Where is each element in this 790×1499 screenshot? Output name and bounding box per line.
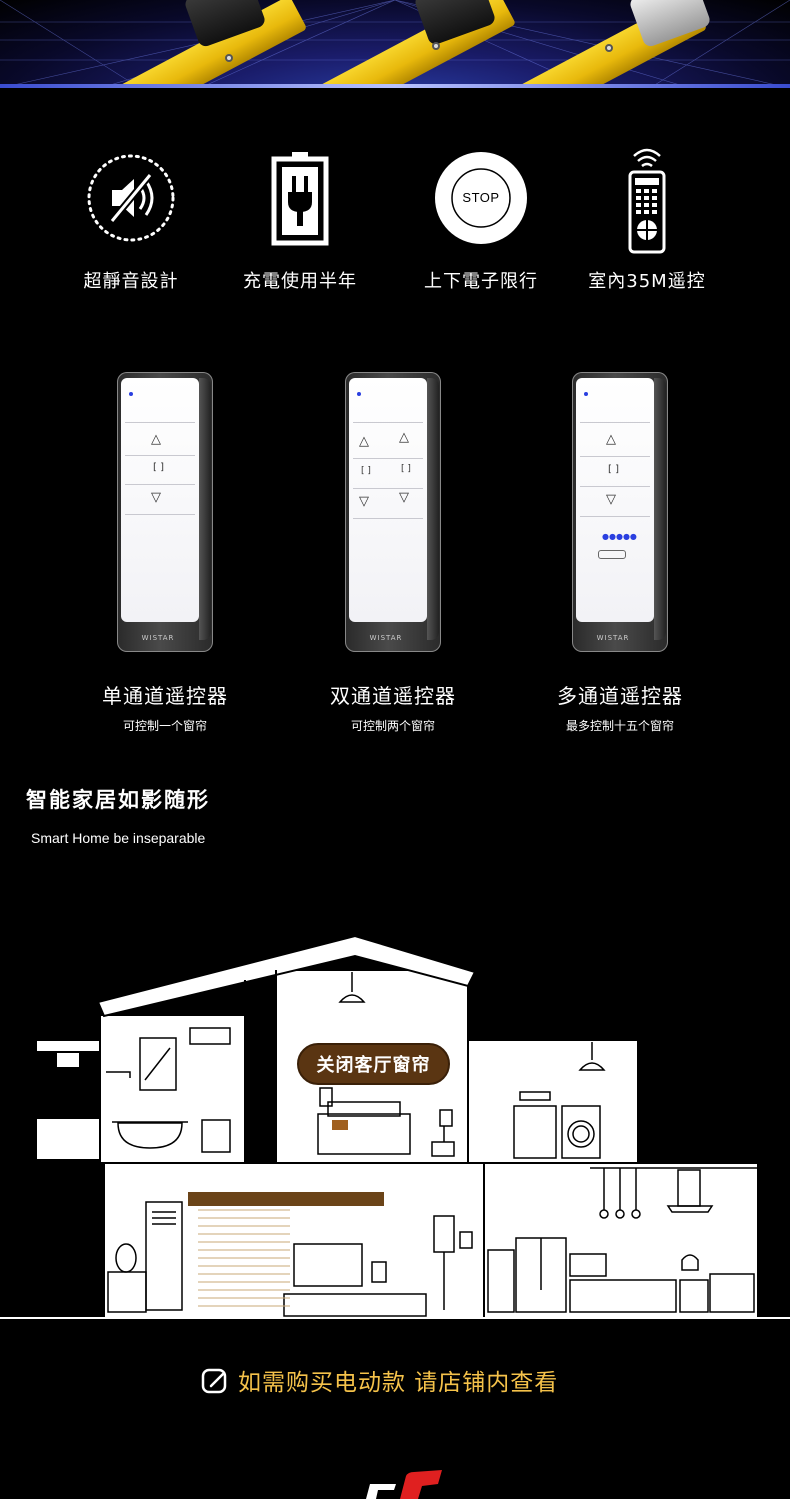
- down-arrow-icon: ▽: [359, 494, 369, 509]
- feature-silent: 超靜音設計: [51, 140, 211, 293]
- remote-title: 多通道遥控器: [557, 684, 683, 708]
- status-led-icon: [584, 392, 588, 396]
- motor-banner: [0, 0, 790, 88]
- house-cutaway-illustration: [0, 934, 790, 1319]
- feature-label: 上下電子限行: [424, 271, 538, 292]
- down-arrow-icon: ▽: [151, 490, 161, 505]
- feature-remote-range: 室內35M遥控: [567, 140, 727, 293]
- remote-brand: WISTAR: [596, 634, 630, 642]
- remote-device-image: △ [ ] ▽ ●●●●● WISTAR: [572, 372, 668, 652]
- remote-device-image: △ [ ] ▽ WISTAR: [117, 372, 213, 652]
- down-arrow-icon: ▽: [606, 492, 616, 507]
- up-arrow-icon: △: [399, 430, 409, 445]
- buy-electric-cta[interactable]: 如需购买电动款 请店铺内查看: [200, 1362, 558, 1398]
- remote-face: △ [ ] ▽ ●●●●●: [576, 378, 654, 622]
- remote-title: 双通道遥控器: [330, 684, 456, 708]
- channel-select-button: [598, 550, 626, 559]
- down-arrow-icon: ▽: [399, 490, 409, 505]
- remote-device-image: △ △ [ ] [ ] ▽ ▽ WISTAR: [345, 372, 441, 652]
- battery-plug-icon: [220, 140, 380, 255]
- status-led-icon: [129, 392, 133, 396]
- remote-title: 单通道遥控器: [102, 684, 228, 708]
- up-arrow-icon: △: [359, 434, 369, 449]
- up-arrow-icon: △: [606, 432, 616, 447]
- bolt-icon: [432, 42, 440, 50]
- feature-label: 室內35M遥控: [588, 271, 706, 292]
- remote-face: △ △ [ ] [ ] ▽ ▽: [349, 378, 427, 622]
- close-curtain-bubble: 关闭客厅窗帘: [297, 1043, 450, 1085]
- remote-subtitle: 可控制两个窗帘: [350, 719, 435, 733]
- edit-note-icon: [201, 1368, 227, 1394]
- feature-battery: 充電使用半年: [220, 140, 380, 293]
- remote-brand: WISTAR: [369, 634, 403, 642]
- remote-multi-channel: △ [ ] ▽ ●●●●● WISTAR 多通道遥控器 最多控制十五个窗帘: [520, 372, 720, 734]
- up-arrow-icon: △: [151, 432, 161, 447]
- channel-indicator-leds: ●●●●●: [602, 532, 637, 541]
- stop-icon: STOP: [401, 140, 561, 255]
- stop-icon-text: STOP: [462, 190, 500, 205]
- stop-button-icon: [ ]: [401, 464, 411, 474]
- remote-face: △ [ ] ▽: [121, 378, 199, 622]
- feature-stop: STOP 上下電子限行: [401, 140, 561, 293]
- stop-button-icon: [ ]: [153, 462, 164, 473]
- stop-button-icon: [ ]: [361, 466, 371, 476]
- cta-text: 如需购买电动款 请店铺内查看: [238, 1370, 559, 1396]
- remote-brand: WISTAR: [141, 634, 175, 642]
- remote-dual-channel: △ △ [ ] [ ] ▽ ▽ WISTAR 双通道遥控器 可控制两个窗帘: [293, 372, 493, 734]
- remote-subtitle: 最多控制十五个窗帘: [565, 719, 674, 733]
- banner-floor-line: [0, 84, 790, 88]
- smart-home-subtitle: Smart Home be inseparable: [31, 830, 206, 846]
- remote-control-icon: [567, 140, 727, 255]
- stop-button-icon: [ ]: [608, 464, 619, 475]
- remote-single-channel: △ [ ] ▽ WISTAR 单通道遥控器 可控制一个窗帘: [65, 372, 265, 734]
- mute-speaker-icon: [51, 140, 211, 255]
- status-led-icon: [357, 392, 361, 396]
- remote-subtitle: 可控制一个窗帘: [122, 719, 207, 733]
- brand-logo: [366, 1470, 442, 1499]
- feature-label: 充電使用半年: [243, 271, 357, 292]
- bolt-icon: [225, 54, 233, 62]
- smart-home-title: 智能家居如影随形: [26, 788, 210, 812]
- feature-label: 超靜音設計: [83, 271, 179, 292]
- bolt-icon: [605, 44, 613, 52]
